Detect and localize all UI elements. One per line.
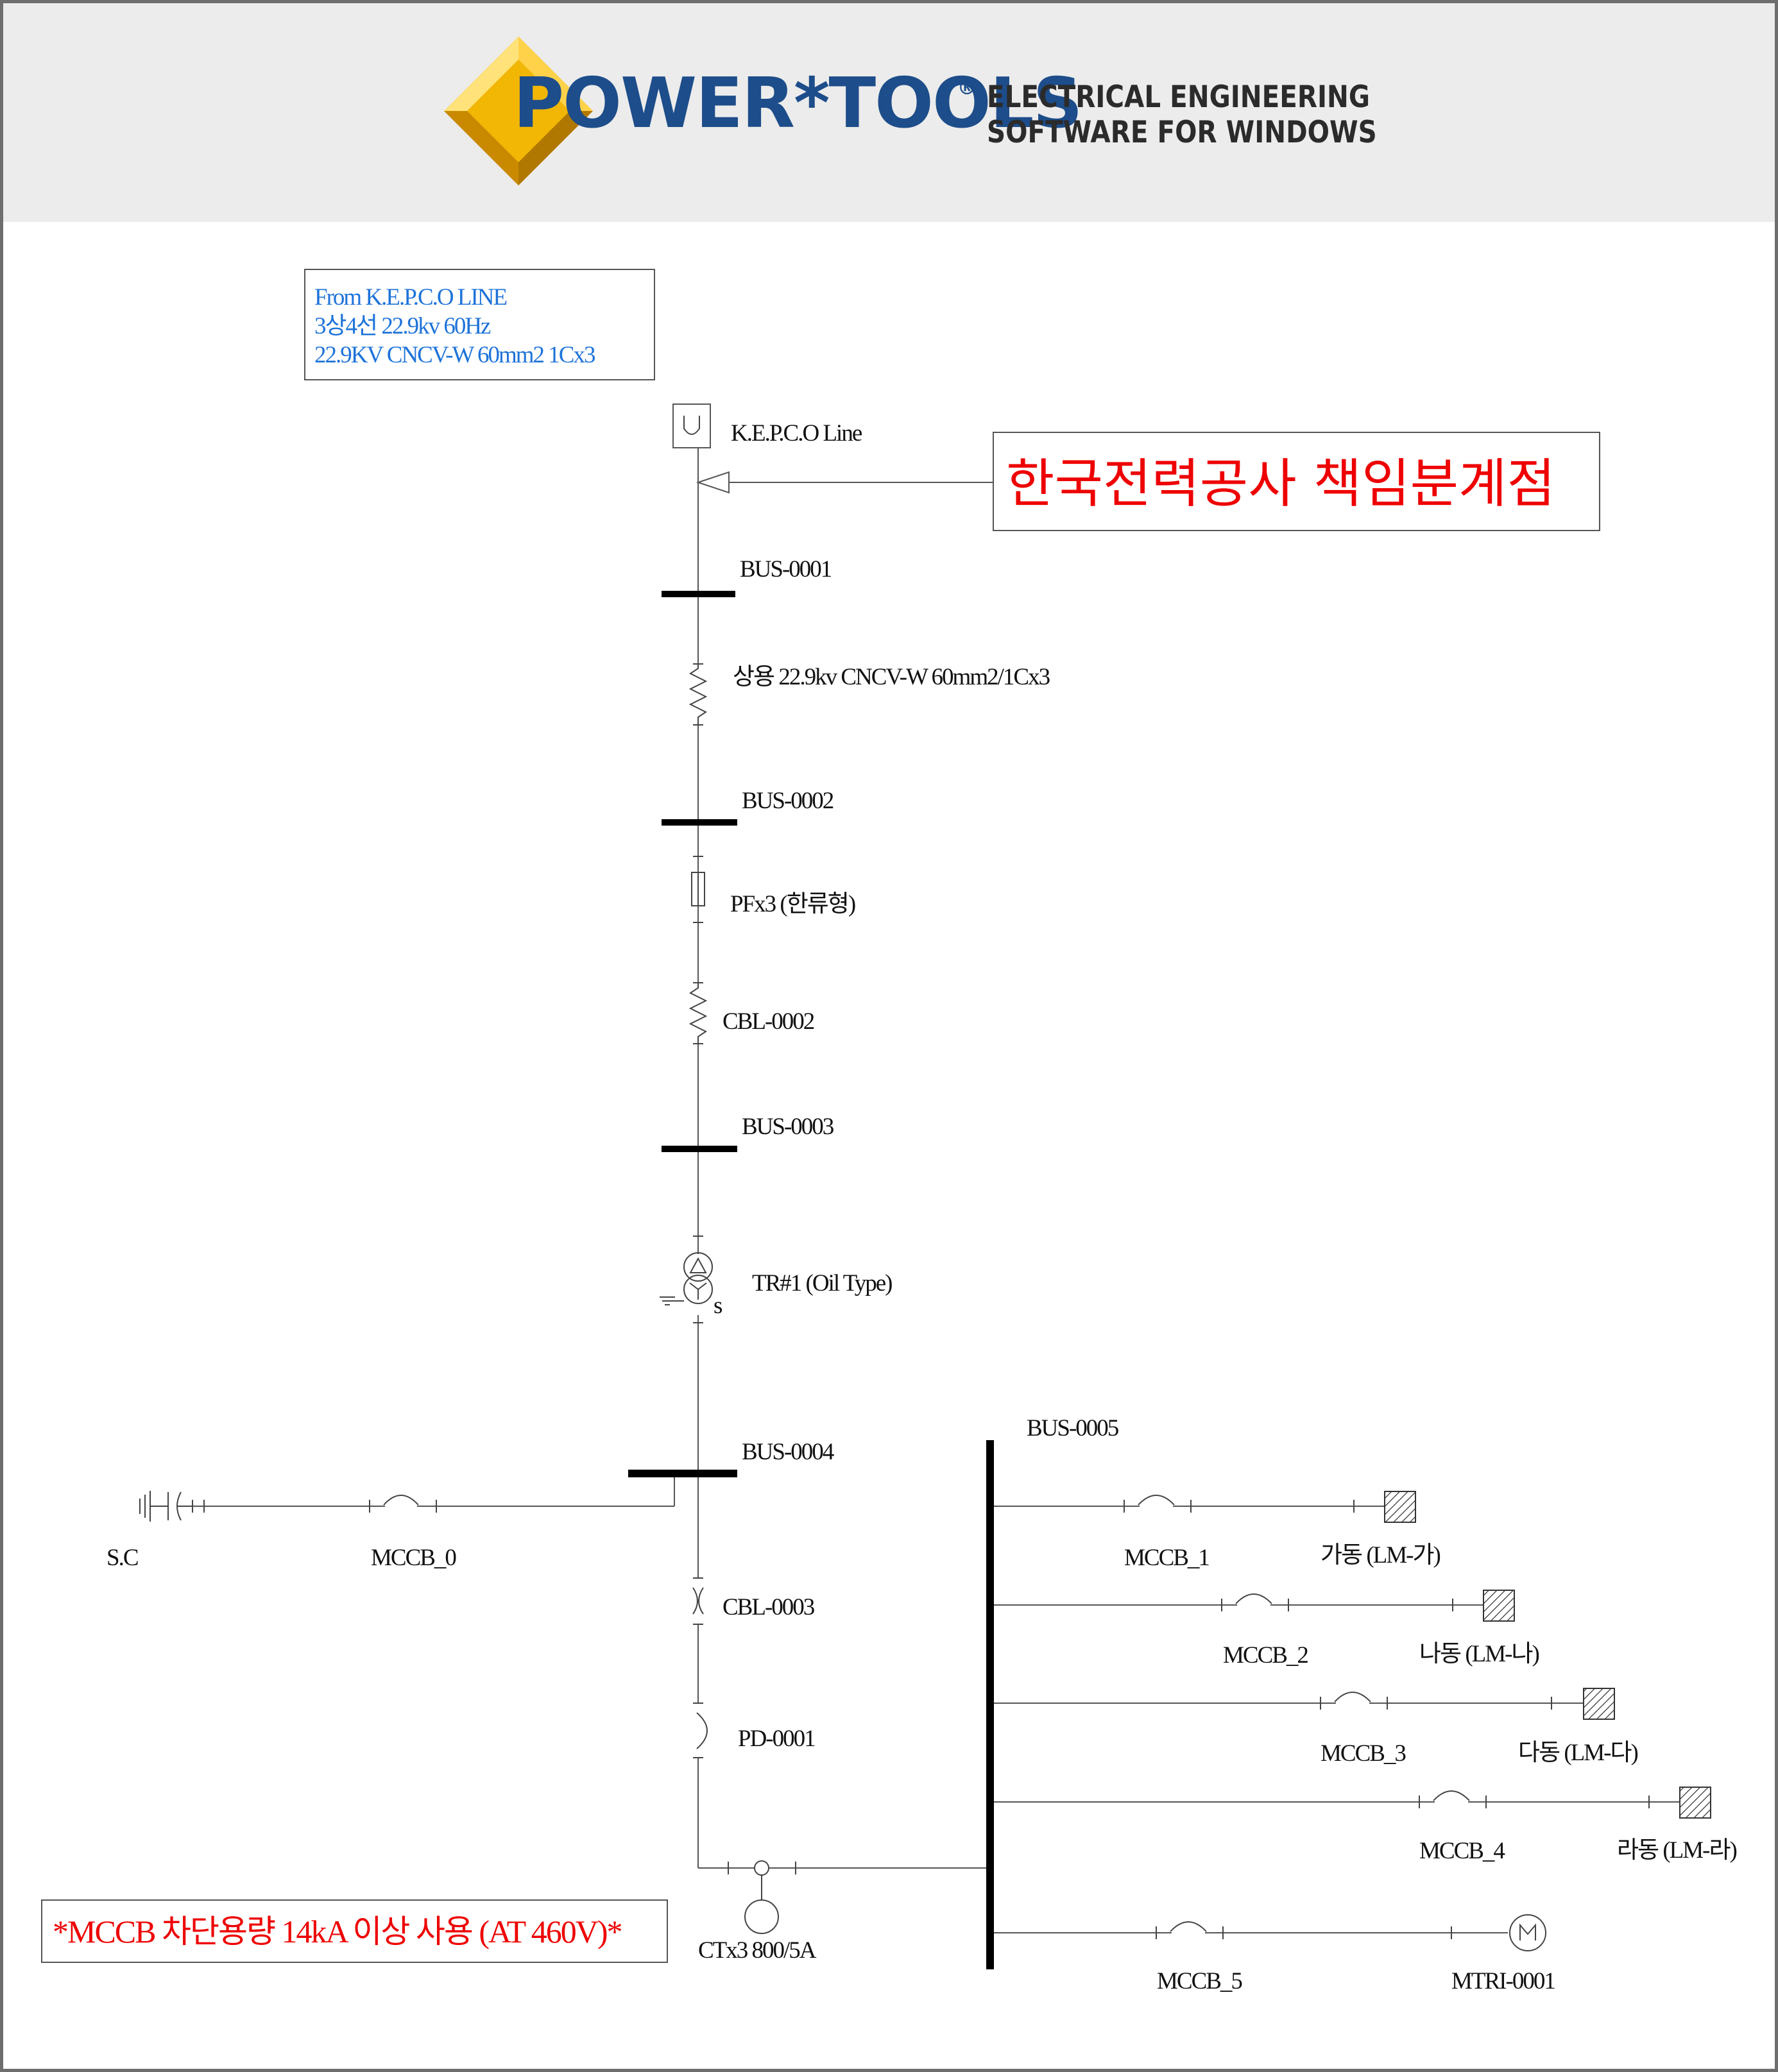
- load-2-label: 나동 (LM-나): [1419, 1641, 1539, 1667]
- breaker-mccb4-icon[interactable]: [1419, 1790, 1487, 1808]
- branch-lines: [994, 1506, 1680, 1933]
- bus-0005-label: BUS-0005: [1027, 1415, 1119, 1441]
- protective-device-icon[interactable]: [693, 1703, 708, 1758]
- breaker-mccb4-label: MCCB_4: [1419, 1838, 1505, 1864]
- bus-0004-label: BUS-0004: [742, 1439, 834, 1465]
- header-banner: [3, 3, 1775, 222]
- breaker-mccb3-label: MCCB_3: [1321, 1740, 1406, 1767]
- breaker-mccb5-label: MCCB_5: [1157, 1968, 1242, 1994]
- cable-hv-icon[interactable]: [688, 663, 708, 726]
- cable-hv-label: 상용 22.9kv CNCV-W 60mm2/1Cx3: [733, 664, 1050, 690]
- boundary-arrow-icon: [696, 471, 730, 494]
- lumped-load-icon[interactable]: [1384, 1491, 1416, 1523]
- transformer-label: TR#1 (Oil Type): [752, 1270, 892, 1296]
- logo-tagline-1: ELECTRICAL ENGINEERING: [987, 80, 1371, 115]
- breaker-mccb2-label: MCCB_2: [1223, 1642, 1308, 1669]
- boundary-note-box: [993, 432, 1600, 531]
- lumped-load-icon[interactable]: [1483, 1590, 1515, 1622]
- cable-0003-icon[interactable]: [692, 1577, 704, 1625]
- fuse-icon[interactable]: [691, 856, 705, 923]
- protective-device-label: PD-0001: [738, 1726, 815, 1752]
- breaker-mccb1-icon[interactable]: [1124, 1495, 1192, 1513]
- load-1-label: 가동 (LM-가): [1321, 1542, 1440, 1568]
- cable-0002-icon[interactable]: [688, 982, 708, 1044]
- breaker-mccb2-icon[interactable]: [1221, 1593, 1289, 1611]
- logo-brand: POWER*TOOLS: [513, 64, 1082, 144]
- utility-source-icon[interactable]: [672, 403, 711, 448]
- utility-label: K.E.P.C.O Line: [731, 420, 862, 446]
- source-note-box: [304, 269, 655, 380]
- lumped-load-icon[interactable]: [1679, 1787, 1711, 1819]
- transformer-tag: s: [714, 1293, 722, 1319]
- current-transformer-icon[interactable]: [728, 1860, 796, 1934]
- breaker-mccb0-label: MCCB_0: [371, 1545, 456, 1571]
- bus-0005[interactable]: [986, 1440, 994, 1969]
- fuse-label: PFx3 (한류형): [730, 891, 855, 917]
- breaker-mccb0-icon[interactable]: [369, 1495, 437, 1513]
- lumped-load-icon[interactable]: [1583, 1688, 1615, 1720]
- capacitor-label: S.C: [107, 1545, 138, 1571]
- load-3-label: 다동 (LM-다): [1518, 1740, 1638, 1766]
- source-note-line2: 3상4선 22.9kv 60Hz: [314, 313, 491, 339]
- logo-tagline-2: SOFTWARE FOR WINDOWS: [987, 115, 1377, 150]
- warning-note: *MCCB 차단용량 14kA 이상 사용 (AT 460V)*: [53, 1914, 621, 1949]
- source-note-line3: 22.9KV CNCV-W 60mm2 1Cx3: [314, 342, 595, 368]
- bus-0002[interactable]: [662, 819, 737, 826]
- bus-0002-label: BUS-0002: [742, 788, 833, 814]
- bus-0001-label: BUS-0001: [740, 556, 832, 582]
- source-note-line1: From K.E.P.C.O LINE: [314, 284, 507, 310]
- logo-diamond-icon: [444, 37, 593, 185]
- cable-0002-label: CBL-0002: [722, 1008, 814, 1035]
- breaker-mccb1-label: MCCB_1: [1124, 1545, 1209, 1571]
- logo-registered-mark: ®: [957, 77, 977, 99]
- bus-0003[interactable]: [662, 1146, 737, 1152]
- motor-icon[interactable]: [1509, 1914, 1546, 1951]
- current-transformer-label: CTx3 800/5A: [698, 1937, 817, 1964]
- main-feeder-line: [697, 448, 988, 1869]
- boundary-note: 한국전력공사 책임분계점: [1006, 454, 1555, 514]
- bus-0004[interactable]: [628, 1470, 737, 1477]
- cable-0003-label: CBL-0003: [722, 1594, 815, 1620]
- breaker-mccb3-icon[interactable]: [1320, 1692, 1388, 1710]
- warning-note-box: [41, 1899, 668, 1963]
- breaker-mccb5-icon[interactable]: [1156, 1921, 1224, 1939]
- load-4-label: 라동 (LM-라): [1617, 1837, 1737, 1864]
- bus-0003-label: BUS-0003: [742, 1114, 834, 1140]
- bus-0001[interactable]: [662, 591, 735, 597]
- transformer-icon[interactable]: [660, 1236, 713, 1323]
- capacitor-icon[interactable]: [139, 1491, 205, 1522]
- motor-label: MTRI-0001: [1451, 1968, 1555, 1994]
